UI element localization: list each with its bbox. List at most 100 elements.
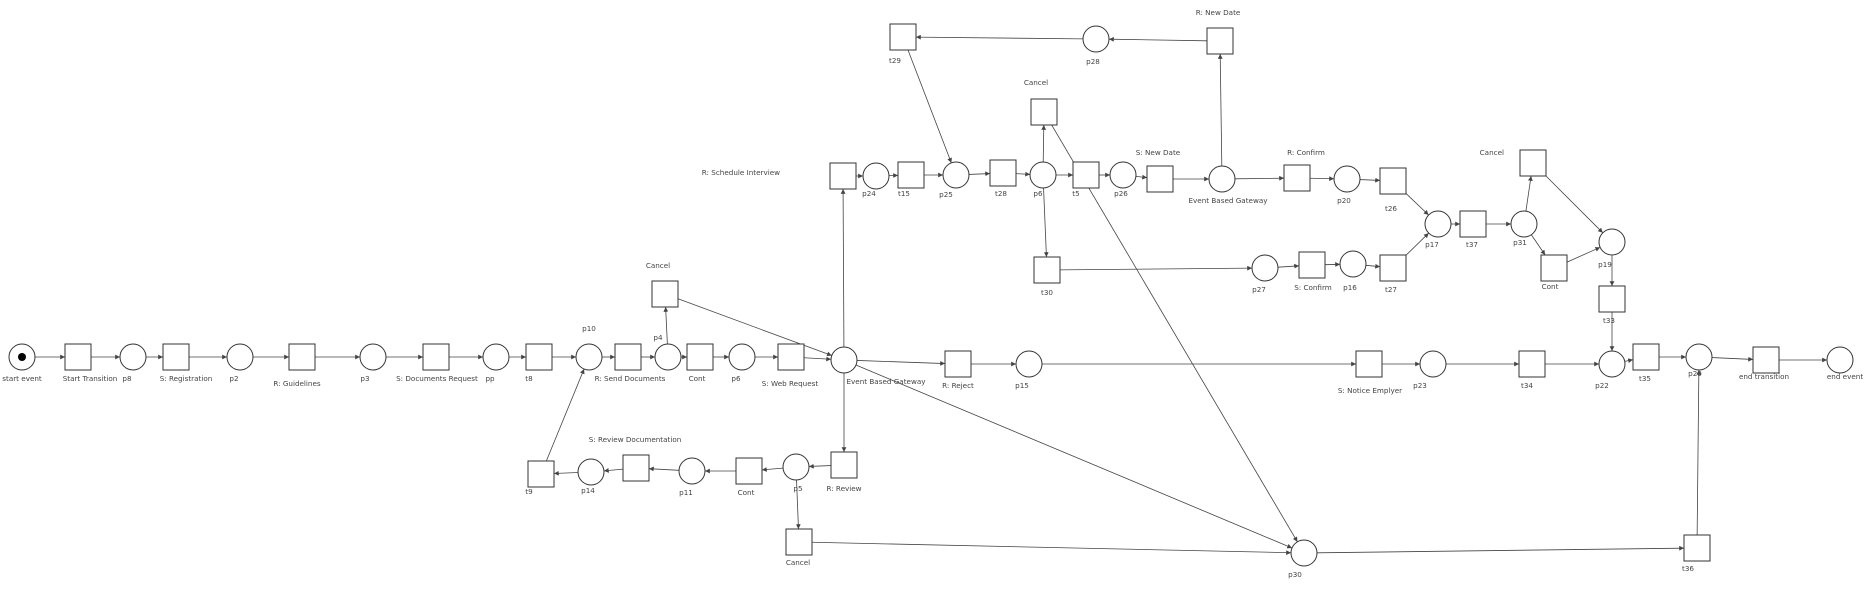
place-p28[interactable] bbox=[1083, 26, 1109, 52]
transition-t_cancel1[interactable] bbox=[652, 281, 678, 307]
transition-label-t_rguide: R: Guidelines bbox=[273, 379, 321, 388]
transition-t_snotice[interactable] bbox=[1356, 351, 1382, 377]
place-p2[interactable] bbox=[227, 344, 253, 370]
arc-p6b-to-t30 bbox=[1044, 188, 1047, 257]
transition-t28[interactable] bbox=[990, 160, 1016, 186]
transition-t9[interactable] bbox=[528, 461, 554, 487]
place-label-p28: p28 bbox=[1086, 57, 1100, 66]
place-p6b[interactable] bbox=[1030, 162, 1056, 188]
transition-label-t26: t26 bbox=[1385, 204, 1397, 213]
place-end[interactable] bbox=[1827, 347, 1853, 373]
place-p5[interactable] bbox=[783, 454, 809, 480]
arc-p31-to-t_cancel4 bbox=[1526, 176, 1531, 211]
transition-t26[interactable] bbox=[1380, 168, 1406, 194]
place-label-p19: p19 bbox=[1598, 260, 1612, 269]
place-label-p22: p22 bbox=[1595, 381, 1609, 390]
transition-t_cancel4[interactable] bbox=[1520, 150, 1546, 176]
place-p25[interactable] bbox=[943, 162, 969, 188]
transition-label-t_rnewdate: R: New Date bbox=[1196, 8, 1241, 17]
arc-t_cancel2-to-p30 bbox=[812, 542, 1291, 552]
transition-t_rconfirm[interactable] bbox=[1284, 165, 1310, 191]
transition-t34[interactable] bbox=[1519, 351, 1545, 377]
transition-t_sweb[interactable] bbox=[778, 344, 804, 370]
place-p31[interactable] bbox=[1511, 211, 1537, 237]
transition-label-t_start: Start Transition bbox=[63, 374, 118, 383]
arc-p28-to-t29 bbox=[916, 37, 1083, 39]
transition-t29[interactable] bbox=[890, 24, 916, 50]
place-p24[interactable] bbox=[863, 163, 889, 189]
place-p8[interactable] bbox=[120, 344, 146, 370]
place-p22[interactable] bbox=[1599, 351, 1625, 377]
transition-t_rreview[interactable] bbox=[831, 452, 857, 478]
transition-t_rsched[interactable] bbox=[830, 163, 856, 189]
place-p11[interactable] bbox=[679, 458, 705, 484]
place-p10[interactable] bbox=[576, 344, 602, 370]
transition-t35[interactable] bbox=[1633, 344, 1659, 370]
transition-t_snewdate[interactable] bbox=[1147, 166, 1173, 192]
transition-label-t_sreg: S: Registration bbox=[160, 374, 213, 383]
transition-t_rreject[interactable] bbox=[945, 351, 971, 377]
transition-t27[interactable] bbox=[1380, 255, 1406, 281]
transition-t_cont3[interactable] bbox=[1541, 255, 1567, 281]
arc-t_sweb-to-ebg1 bbox=[804, 358, 831, 360]
place-p14[interactable] bbox=[578, 459, 604, 485]
place-p15[interactable] bbox=[1016, 351, 1042, 377]
arc-t36-to-p29 bbox=[1697, 370, 1699, 535]
arc-t_sreviewdoc-to-p14 bbox=[604, 469, 623, 471]
transition-t30[interactable] bbox=[1034, 257, 1060, 283]
arc-p22-to-t35 bbox=[1625, 360, 1633, 362]
arc-p27-to-t_sconfirm bbox=[1278, 266, 1299, 267]
transition-t_sdocreq[interactable] bbox=[423, 344, 449, 370]
place-p19[interactable] bbox=[1599, 229, 1625, 255]
place-p29[interactable] bbox=[1686, 344, 1712, 370]
place-p3[interactable] bbox=[360, 344, 386, 370]
place-p27[interactable] bbox=[1252, 255, 1278, 281]
place-p26[interactable] bbox=[1110, 162, 1136, 188]
place-label-p2: p2 bbox=[229, 374, 238, 383]
transition-t5[interactable] bbox=[1073, 162, 1099, 188]
transition-t8[interactable] bbox=[526, 344, 552, 370]
transition-t_rsenddocs[interactable] bbox=[615, 344, 641, 370]
arc-p5-to-t_cont2 bbox=[762, 468, 783, 470]
place-p16[interactable] bbox=[1340, 251, 1366, 277]
arc-p29-to-t_end bbox=[1712, 358, 1753, 360]
arc-p4-to-t_cancel1 bbox=[666, 307, 668, 344]
transition-t_sreviewdoc[interactable] bbox=[623, 455, 649, 481]
place-label-p8: p8 bbox=[122, 374, 132, 383]
transition-t_cont1[interactable] bbox=[687, 344, 713, 370]
transition-t_cont2[interactable] bbox=[736, 458, 762, 484]
transition-t15[interactable] bbox=[898, 162, 924, 188]
place-ebg1[interactable] bbox=[831, 347, 857, 373]
place-p4[interactable] bbox=[655, 344, 681, 370]
transition-t_rnewdate[interactable] bbox=[1207, 28, 1233, 54]
transition-t37[interactable] bbox=[1460, 211, 1486, 237]
place-label-p14: p14 bbox=[581, 486, 595, 495]
transition-label-t_rsched: R: Schedule Interview bbox=[702, 168, 780, 177]
transition-t36[interactable] bbox=[1684, 535, 1710, 561]
place-pp[interactable] bbox=[483, 344, 509, 370]
transition-t_sconfirm[interactable] bbox=[1299, 252, 1325, 278]
arc-p26-to-t_snewdate bbox=[1136, 176, 1147, 177]
transition-t33[interactable] bbox=[1599, 286, 1625, 312]
transition-t_sreg[interactable] bbox=[163, 344, 189, 370]
place-ebg2[interactable] bbox=[1209, 166, 1235, 192]
transition-t_cancel3[interactable] bbox=[1031, 99, 1057, 125]
place-p23[interactable] bbox=[1420, 351, 1446, 377]
place-p20[interactable] bbox=[1334, 166, 1360, 192]
place-p17[interactable] bbox=[1425, 211, 1451, 237]
transition-label-t9: t9 bbox=[525, 487, 533, 496]
transition-t_end[interactable] bbox=[1753, 347, 1779, 373]
place-label-start: start event bbox=[2, 374, 42, 383]
transition-label-t_rconfirm: R: Confirm bbox=[1287, 148, 1325, 157]
place-label-p20: p20 bbox=[1337, 196, 1351, 205]
place-p6a[interactable] bbox=[729, 344, 755, 370]
transition-label-t_rreject: R: Reject bbox=[942, 381, 974, 390]
transition-t_rguide[interactable] bbox=[289, 344, 315, 370]
transition-label-t27: t27 bbox=[1385, 285, 1397, 294]
arc-t_cancel4-to-p19 bbox=[1546, 176, 1603, 233]
place-p30[interactable] bbox=[1291, 540, 1317, 566]
transition-t_start[interactable] bbox=[65, 344, 91, 370]
transition-t_cancel2[interactable] bbox=[786, 529, 812, 555]
